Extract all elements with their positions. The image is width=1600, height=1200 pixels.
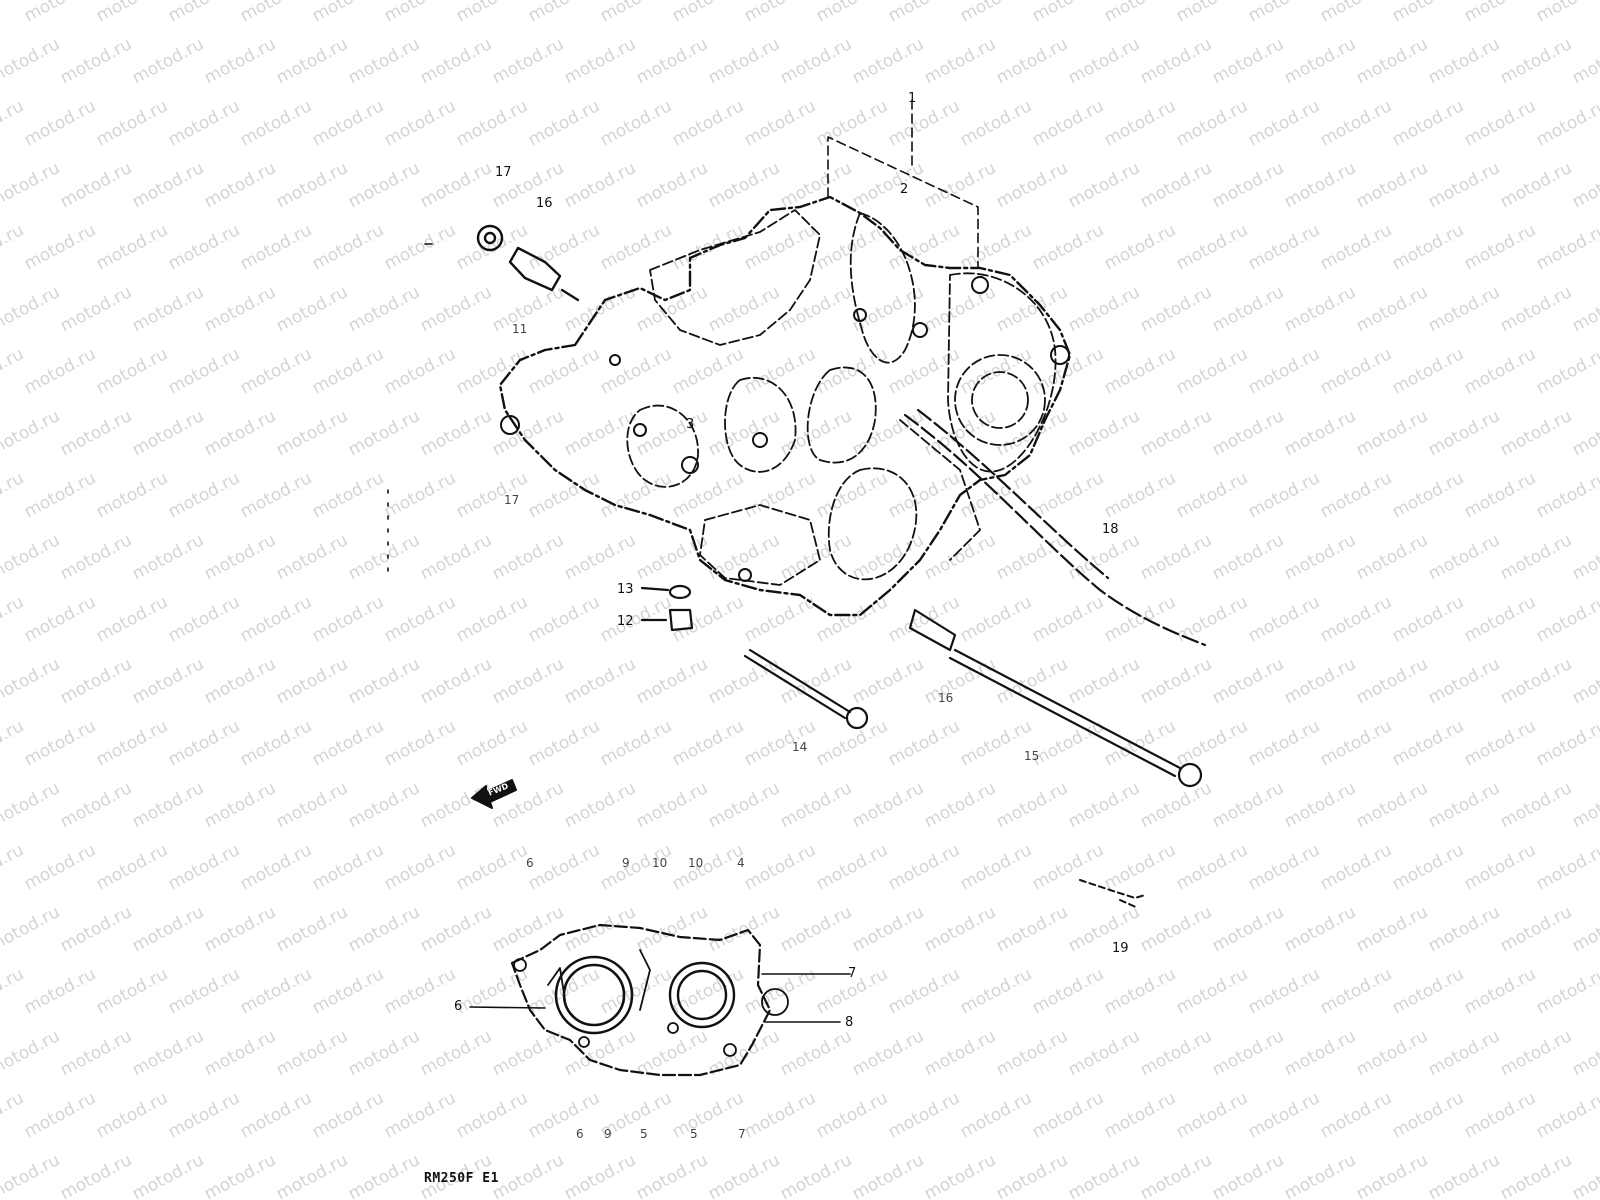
part-1-bracket	[827, 99, 979, 269]
callout-6-bottom: 6	[576, 1127, 584, 1141]
callout-16-upper: 16	[536, 196, 553, 211]
callout-18: 18	[1102, 522, 1119, 537]
model-code-label: RM250F E1	[424, 1171, 499, 1186]
callout-10-a: 10	[652, 856, 668, 870]
callout-17-lower: 17	[504, 493, 520, 507]
callout-1: 1	[908, 91, 917, 106]
callout-11: 11	[512, 322, 528, 336]
callout-4: 4	[737, 856, 745, 870]
fwd-arrow-icon	[471, 779, 517, 809]
crankcase-bolt-holes	[500, 276, 1070, 582]
callout-7-bottom: 7	[738, 1127, 746, 1141]
callout-14: 14	[792, 740, 808, 754]
callout-3: 3	[686, 417, 695, 432]
callout-15: 15	[1024, 749, 1040, 763]
part-17-cap	[476, 224, 504, 252]
callout-10-b: 10	[688, 856, 704, 870]
lower-view-details	[513, 949, 789, 1057]
lower-bearing-right	[668, 961, 736, 1029]
callout-2: 2	[900, 182, 909, 197]
lower-bearing-left	[554, 955, 634, 1035]
callout-7-side: 7	[848, 966, 857, 981]
callout-6-top: 6	[526, 856, 534, 870]
part-18-hose	[903, 408, 1207, 647]
callout-19: 19	[1112, 941, 1129, 956]
callout-9-top: 9	[622, 856, 630, 870]
callout-8: 8	[845, 1015, 854, 1030]
callout-6-side: 6	[454, 999, 463, 1014]
lower-crankcase-view	[510, 923, 772, 1077]
part-19-clip	[1079, 879, 1146, 909]
stray-marks	[387, 243, 433, 581]
callout-12: 12	[617, 614, 634, 629]
part-12-plug	[640, 608, 694, 632]
part-16-dowel-upper	[508, 246, 580, 302]
callout-5-a: 5	[640, 1127, 648, 1141]
lower-leader-lines	[469, 973, 851, 1023]
part-15-long-bolt	[948, 648, 1203, 788]
callout-16-lower: 16	[938, 691, 954, 705]
part-13-washer	[640, 584, 692, 600]
part-16-dowel-lower	[908, 608, 957, 652]
callout-13: 13	[617, 582, 634, 597]
callout-17-upper: 17	[495, 165, 512, 180]
crankcase-details	[626, 209, 1057, 586]
part-14-bolt	[743, 648, 869, 730]
crankcase-assembly	[498, 195, 1072, 617]
callout-5-b: 5	[690, 1127, 698, 1141]
callout-9-bottom: 9	[604, 1127, 612, 1141]
